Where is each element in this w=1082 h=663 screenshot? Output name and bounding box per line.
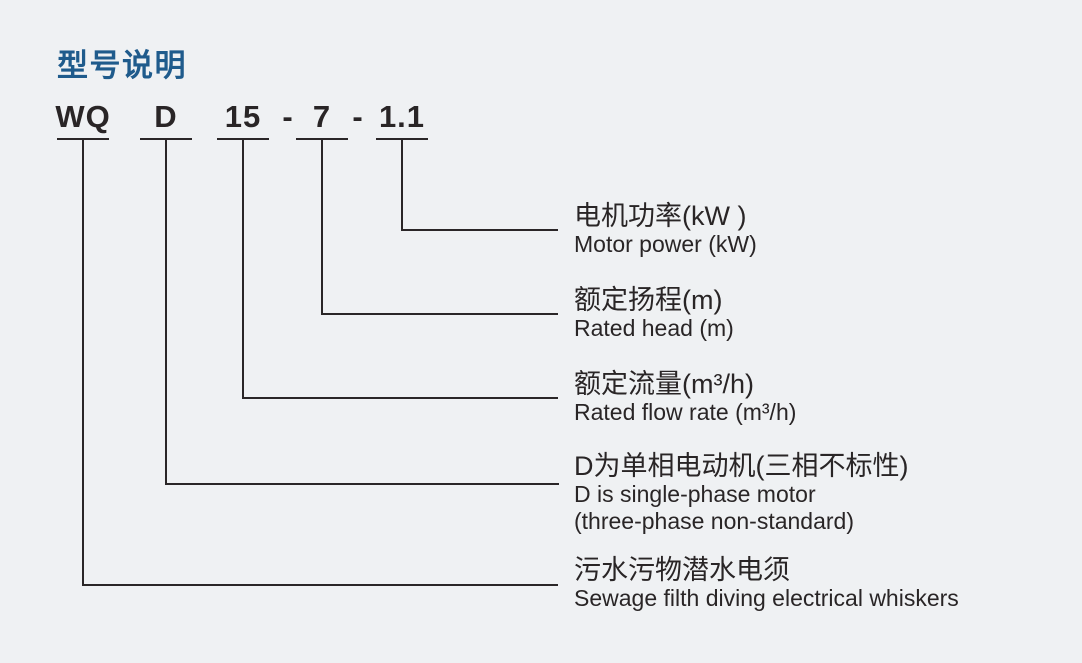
label-rated-head-zh: 额定扬程(m) — [574, 285, 723, 315]
label-sewage-pump: 污水污物潜水电须 Sewage filth diving electrical … — [574, 555, 959, 612]
label-rated-head-en: Rated head (m) — [574, 315, 734, 341]
page-title: 型号说明 — [57, 48, 187, 83]
connector-horizontal-d — [165, 483, 559, 485]
model-code-segment-d: D — [154, 99, 178, 134]
model-code-segment-15: 15 — [224, 99, 262, 134]
label-single-phase-motor-zh: D为单相电动机(三相不标性) — [574, 451, 909, 481]
label-rated-flow-rate-zh: 额定流量(m³/h) — [574, 369, 754, 399]
connector-horizontal-15 — [242, 397, 558, 399]
connector-vertical-wq — [82, 138, 84, 586]
model-code-segment-7: 7 — [312, 99, 332, 134]
connector-horizontal-7 — [321, 313, 558, 315]
model-code-separator: - — [352, 99, 364, 134]
connector-horizontal-1-1 — [401, 229, 558, 231]
connector-vertical-1-1 — [401, 138, 403, 231]
model-code-segment-wq: WQ — [55, 99, 111, 134]
model-code-segment-1-1: 1.1 — [378, 99, 426, 134]
label-motor-power-en: Motor power (kW) — [574, 231, 757, 257]
label-sewage-pump-zh: 污水污物潜水电须 — [574, 555, 790, 585]
connector-vertical-d — [165, 138, 167, 485]
label-single-phase-motor-en2: (three-phase non-standard) — [574, 508, 854, 534]
label-single-phase-motor-en: D is single-phase motor — [574, 481, 816, 507]
label-single-phase-motor: D为单相电动机(三相不标性) D is single-phase motor (… — [574, 451, 908, 535]
label-motor-power: 电机功率(kW ) Motor power (kW) — [574, 201, 757, 258]
label-rated-flow-rate: 额定流量(m³/h) Rated flow rate (m³/h) — [574, 369, 796, 426]
label-motor-power-zh: 电机功率(kW ) — [574, 201, 747, 231]
label-rated-flow-rate-en: Rated flow rate (m³/h) — [574, 399, 797, 425]
label-rated-head: 额定扬程(m) Rated head (m) — [574, 285, 734, 342]
connector-vertical-7 — [321, 138, 323, 315]
label-sewage-pump-en: Sewage filth diving electrical whiskers — [574, 585, 959, 611]
model-code-separator: - — [282, 99, 294, 134]
connector-vertical-15 — [242, 138, 244, 399]
connector-horizontal-wq — [82, 584, 558, 586]
